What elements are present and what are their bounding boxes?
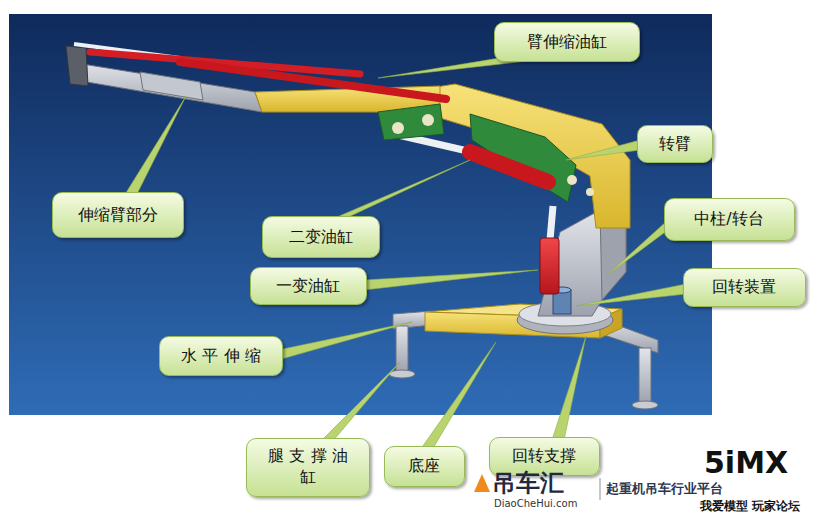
background-panel [9,14,712,415]
leader-line [576,284,686,306]
callout-label: 中柱/转台 [694,209,763,230]
watermark-text: 吊车汇 [492,470,564,496]
turning-arm [430,84,630,228]
leg-foot [632,401,658,409]
callout-label: 臂伸缩油缸 [527,32,607,53]
telescopic-cylinder [180,62,446,99]
callout-box: 回转装置 [683,268,806,307]
knuckle-plate [378,104,444,140]
callout-label: 底座 [408,456,440,477]
callout-label: 一变油缸 [276,276,340,297]
callout-box: 腿 支 撑 油 缸 [246,438,370,497]
callout-label: 伸缩臂部分 [78,205,158,226]
leader-line [320,362,400,442]
callout-label: 转臂 [659,134,691,155]
cylinder-rod [550,206,553,240]
leader-line [364,270,538,290]
callout-label: 回转装置 [712,277,776,298]
watermark-text: DiaoCheHui.com [494,498,577,509]
support-leg [639,348,651,404]
pin [567,175,577,185]
watermark-logo [474,474,490,492]
pin [392,122,404,134]
watermark-text: 我爱模型 玩家论坛 [700,500,800,513]
support-leg [396,326,408,372]
leader-line [124,96,186,196]
callout-label: 腿 支 撑 油 缸 [260,446,356,488]
pin [422,114,434,126]
callout-box: 底座 [384,446,465,487]
callout-label: 水 平 伸 缩 [181,346,260,367]
watermark-divider [600,478,601,500]
leader-line [606,220,668,276]
leader-line [552,336,586,440]
watermark-text: 起重机吊车行业平台 [606,482,723,496]
boom-tip [66,46,88,86]
callout-box: 水 平 伸 缩 [159,336,283,376]
watermark-text: 5iMX [704,446,788,479]
second-cylinder [470,152,548,182]
leader-line [330,160,470,220]
leader-line [278,322,412,360]
arm-plate [470,114,576,202]
pin [586,188,594,196]
callout-label: 二变油缸 [289,227,353,248]
leader-line [566,140,640,160]
boom-section [140,72,203,100]
lift-cylinder [540,238,559,294]
callout-box: 中柱/转台 [664,198,795,241]
callout-box: 伸缩臂部分 [52,192,184,238]
callout-box: 转臂 [637,125,713,163]
callout-box: 一变油缸 [250,267,367,305]
callout-box: 二变油缸 [262,216,380,258]
callout-box: 臂伸缩油缸 [494,22,640,62]
leader-line [420,342,496,450]
leg-foot [389,370,415,378]
callout-label: 回转支撑 [512,446,576,467]
